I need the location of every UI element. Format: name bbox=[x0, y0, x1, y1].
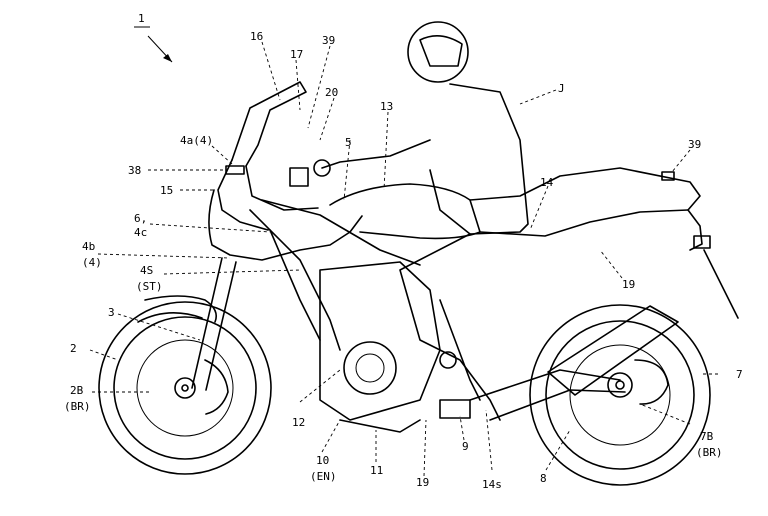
label-10: 10 bbox=[316, 454, 329, 467]
label-4a: 4a(4) bbox=[180, 134, 213, 147]
front-fairing bbox=[208, 81, 363, 261]
visor bbox=[419, 35, 463, 67]
label-14s: 14s bbox=[482, 478, 502, 491]
front-brake-caliper bbox=[204, 359, 229, 415]
leader-lines bbox=[89, 41, 718, 477]
fuel-tank-and-seat bbox=[329, 167, 701, 240]
engine-mount bbox=[439, 351, 457, 369]
torso bbox=[429, 83, 529, 235]
label-17: 17 bbox=[290, 48, 303, 61]
label-12: 12 bbox=[292, 416, 305, 429]
label-39-rear: 39 bbox=[688, 138, 701, 151]
shift-unit bbox=[439, 399, 471, 419]
label-13: 13 bbox=[380, 100, 393, 113]
label-6: 6, bbox=[134, 212, 147, 225]
label-11: 11 bbox=[370, 464, 383, 477]
label-4b-paren: (4) bbox=[82, 256, 102, 269]
label-4S: 4S bbox=[140, 264, 153, 277]
label-4b: 4b bbox=[82, 240, 95, 253]
label-5: 5 bbox=[345, 136, 352, 149]
label-16: 16 bbox=[250, 30, 263, 43]
shin bbox=[439, 299, 481, 401]
meter bbox=[289, 167, 309, 187]
front-wheel bbox=[98, 301, 272, 475]
helmet bbox=[407, 21, 469, 83]
arm bbox=[321, 139, 431, 169]
label-7: 7 bbox=[736, 368, 743, 381]
swingarm-exhaust bbox=[469, 305, 679, 421]
engine bbox=[319, 261, 471, 433]
label-20: 20 bbox=[325, 86, 338, 99]
label-2B: 2B bbox=[70, 384, 84, 397]
rear-sensor bbox=[661, 171, 675, 181]
label-ST: (ST) bbox=[136, 280, 163, 293]
figure-arrowhead bbox=[163, 54, 172, 62]
mirror-sensor bbox=[225, 165, 245, 175]
label-2: 2 bbox=[70, 342, 77, 355]
front-fork bbox=[137, 257, 237, 391]
frame bbox=[249, 199, 421, 351]
label-38: 38 bbox=[128, 164, 141, 177]
label-8: 8 bbox=[540, 472, 547, 485]
rear-wheel bbox=[529, 304, 711, 486]
leg bbox=[399, 233, 501, 421]
tail-light bbox=[693, 235, 711, 249]
reference-labels: 16 17 39 20 13 J 4a(4) 5 38 15 14 39 6, … bbox=[64, 30, 743, 491]
label-3: 3 bbox=[108, 306, 115, 319]
label-19-bottom: 19 bbox=[416, 476, 429, 489]
label-7B: 7B bbox=[700, 430, 714, 443]
label-14: 14 bbox=[540, 176, 554, 189]
label-19-seat: 19 bbox=[622, 278, 635, 291]
rear-brake-caliper bbox=[634, 359, 669, 405]
label-39-front: 39 bbox=[322, 34, 335, 47]
label-J: J bbox=[558, 82, 565, 95]
hand bbox=[313, 159, 331, 177]
label-15: 15 bbox=[160, 184, 173, 197]
label-9: 9 bbox=[462, 440, 469, 453]
rear-tail bbox=[661, 171, 739, 319]
label-4c: 4c bbox=[134, 226, 147, 239]
label-EN: (EN) bbox=[310, 470, 337, 483]
rider bbox=[313, 21, 529, 421]
label-BR-front: (BR) bbox=[64, 400, 91, 413]
figure-number: 1 bbox=[138, 12, 145, 25]
label-BR-rear: (BR) bbox=[696, 446, 723, 459]
muffler bbox=[547, 305, 679, 396]
rear-antenna bbox=[703, 249, 739, 319]
